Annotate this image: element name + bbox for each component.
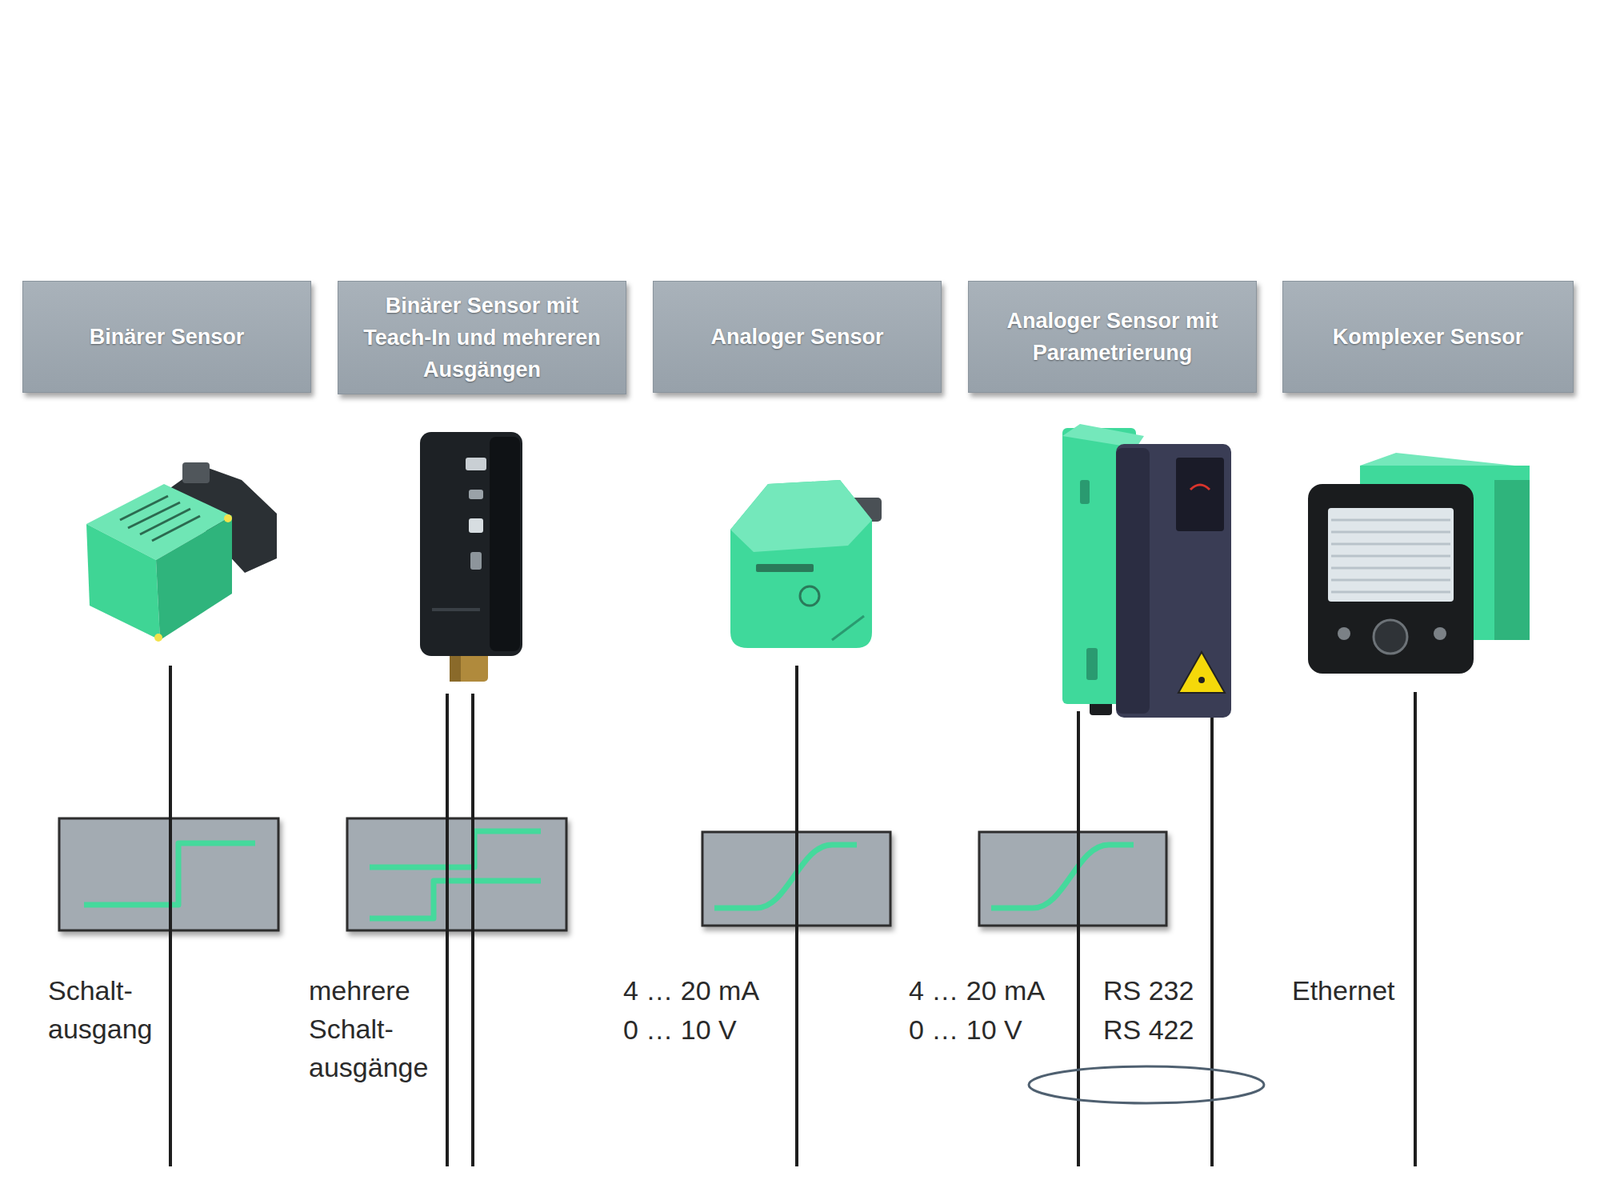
laser-distance-sensor [1116, 444, 1232, 718]
photoelectric-sensor [470, 552, 482, 570]
inductive-sensor-cube [154, 633, 163, 642]
signal-curve [714, 844, 857, 908]
bundle-ring [1028, 1066, 1264, 1104]
signal-curve [369, 880, 541, 919]
vision-sensor [1433, 627, 1447, 640]
vision-sensor [1308, 452, 1530, 674]
laser-distance-sensor [1086, 648, 1098, 680]
analog-sensor [730, 480, 882, 648]
wire [1076, 711, 1080, 1167]
signal-label: Schalt- ausgang [48, 971, 152, 1048]
analog-sensor [832, 616, 864, 640]
vision-sensor [1328, 508, 1454, 602]
wire [445, 693, 449, 1167]
laser-distance-sensor [1062, 424, 1232, 718]
vision-sensor [1331, 520, 1451, 592]
bundle-ring [1028, 1066, 1264, 1104]
wire [795, 665, 799, 1167]
inductive-sensor-cube [120, 496, 200, 541]
signal-label: 4 … 20 mA [623, 971, 760, 1010]
sensor-category-box: Analoger Sensor [652, 280, 942, 393]
inductive-sensor-cube [86, 524, 160, 640]
photoelectric-sensor [432, 608, 480, 612]
signal-label: 4 … 20 mA [908, 971, 1045, 1010]
category-heading: Binärer Sensor [89, 320, 245, 353]
analog-sensor [730, 480, 872, 648]
signal-curve [84, 831, 1134, 919]
category-heading: Komplexer Sensor [1332, 320, 1524, 353]
analog-sensor [730, 480, 872, 552]
wire [170, 665, 1416, 1167]
wire [471, 693, 475, 1167]
laser-distance-sensor [1116, 448, 1150, 714]
signal-label: 0 … 10 V [623, 1010, 737, 1049]
signal-box [347, 818, 567, 931]
sensor-category-box: Analoger Sensor mit Parametrierung [968, 280, 1257, 393]
signal-curve [369, 831, 541, 868]
inductive-sensor-cube [86, 462, 277, 642]
laser-distance-sensor [1080, 480, 1090, 504]
laser-distance-sensor [1190, 484, 1210, 490]
vision-sensor [1373, 620, 1408, 654]
signal-box [979, 832, 1167, 926]
category-heading: Analoger Sensor mit Parametrierung [981, 304, 1244, 369]
signal-label: RS 232 [1103, 971, 1194, 1010]
photoelectric-sensor [420, 432, 523, 656]
analog-sensor [756, 564, 814, 572]
wire [168, 665, 172, 1167]
inductive-sensor-cube [156, 516, 232, 640]
sensor-category-box: Binärer Sensor [22, 280, 312, 393]
signal-label: mehrere Schalt- ausgänge [308, 971, 428, 1087]
inductive-sensor-cube [182, 462, 210, 484]
photoelectric-sensor [468, 518, 484, 533]
inductive-sensor-cube [224, 514, 232, 523]
photoelectric-sensor [489, 436, 520, 652]
signal-label: Ethernet [1292, 971, 1396, 1010]
sensor-category-box: Binärer Sensor mit Teach-In und mehreren… [337, 280, 627, 395]
signal-curve [991, 844, 1134, 908]
laser-distance-sensor [1198, 676, 1205, 684]
vision-sensor [1308, 484, 1474, 674]
signal-box [59, 818, 1167, 931]
photoelectric-sensor [465, 457, 487, 471]
vision-sensor [1337, 627, 1351, 640]
category-heading: Binärer Sensor mit Teach-In und mehreren… [351, 289, 613, 386]
sensor-category-box: Komplexer Sensor [1282, 280, 1574, 393]
signal-label: RS 422 [1103, 1010, 1194, 1049]
vision-sensor [1494, 480, 1530, 640]
photoelectric-sensor [468, 489, 484, 500]
laser-distance-sensor [1178, 652, 1225, 693]
analog-sensor [800, 586, 820, 606]
signal-label: 0 … 10 V [908, 1010, 1023, 1049]
laser-distance-sensor [1176, 457, 1224, 532]
photoelectric-sensor [420, 432, 523, 682]
wire [1413, 692, 1417, 1167]
category-heading: Analoger Sensor [710, 320, 884, 353]
